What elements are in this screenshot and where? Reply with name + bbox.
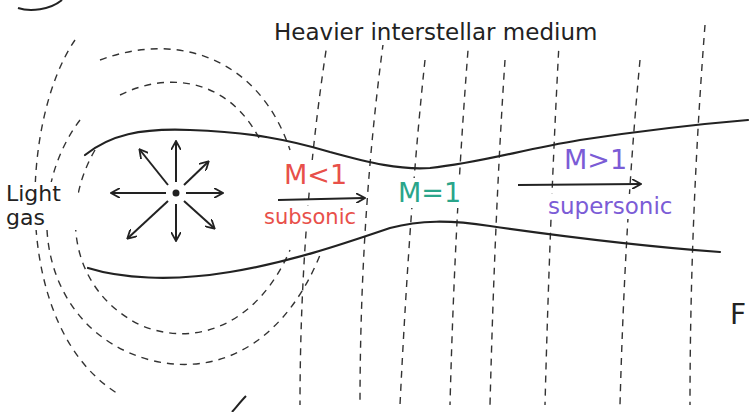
region-label: Heavier interstellar medium: [272, 20, 599, 45]
regime-label: supersonic: [546, 194, 674, 219]
field-lines: [35, 25, 705, 405]
mach-label: M>1: [562, 145, 629, 175]
source-label: Light gas: [4, 182, 78, 230]
mach-label: M<1: [282, 160, 349, 190]
regime-label: subsonic: [262, 206, 358, 229]
nozzle-wall: [85, 120, 748, 278]
note-label: F: [728, 300, 748, 331]
mach-label: M=1: [396, 178, 463, 208]
